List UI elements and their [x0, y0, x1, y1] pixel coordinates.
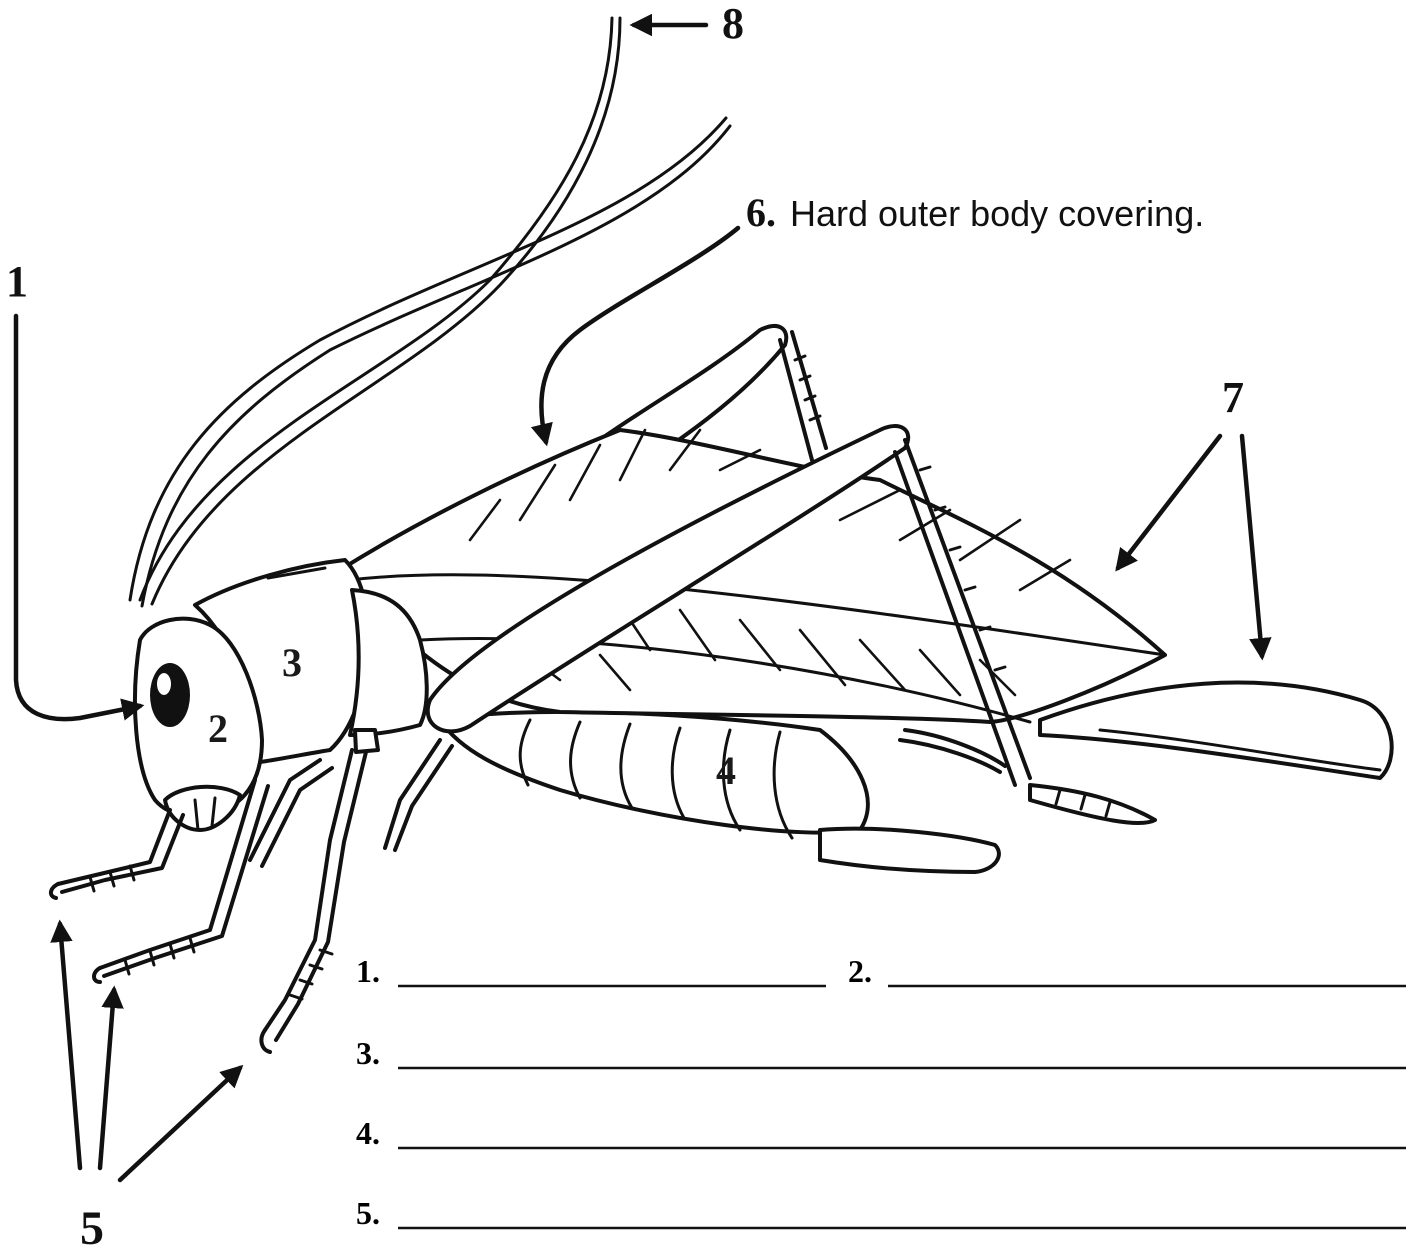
answer-number-2: 2. — [848, 953, 872, 989]
answer-number-5: 5. — [356, 1195, 380, 1231]
answer-row-5: 5. — [356, 1195, 1406, 1231]
answer-number-1: 1. — [356, 953, 380, 989]
label-6-number: 6. — [746, 190, 776, 235]
label-6-description: Hard outer body covering. — [790, 193, 1204, 234]
answer-number-3: 3. — [356, 1035, 380, 1071]
label-6-group: 6. Hard outer body covering. — [541, 190, 1204, 442]
label-2: 2 — [208, 706, 228, 751]
answer-lines: 1. 2. 3. 4. 5. — [356, 953, 1406, 1231]
label-1-group: 1 — [6, 257, 140, 719]
label-8-group: 8 — [634, 0, 744, 48]
answer-row-2: 2. — [848, 953, 1406, 989]
label-3: 3 — [282, 640, 302, 685]
answer-number-4: 4. — [356, 1115, 380, 1151]
label-1: 1 — [6, 257, 28, 306]
label-7: 7 — [1222, 373, 1244, 422]
answer-row-1: 1. — [356, 953, 826, 989]
label-5-group: 5 — [60, 924, 240, 1249]
answer-row-3: 3. — [356, 1035, 1406, 1071]
label-7-group: 7 — [1118, 373, 1262, 656]
compound-eye — [150, 663, 190, 727]
label-8: 8 — [722, 0, 744, 48]
label-5: 5 — [80, 1202, 104, 1249]
answer-row-4: 4. — [356, 1115, 1406, 1151]
ovipositor — [1040, 683, 1392, 778]
label-4: 4 — [716, 748, 736, 793]
